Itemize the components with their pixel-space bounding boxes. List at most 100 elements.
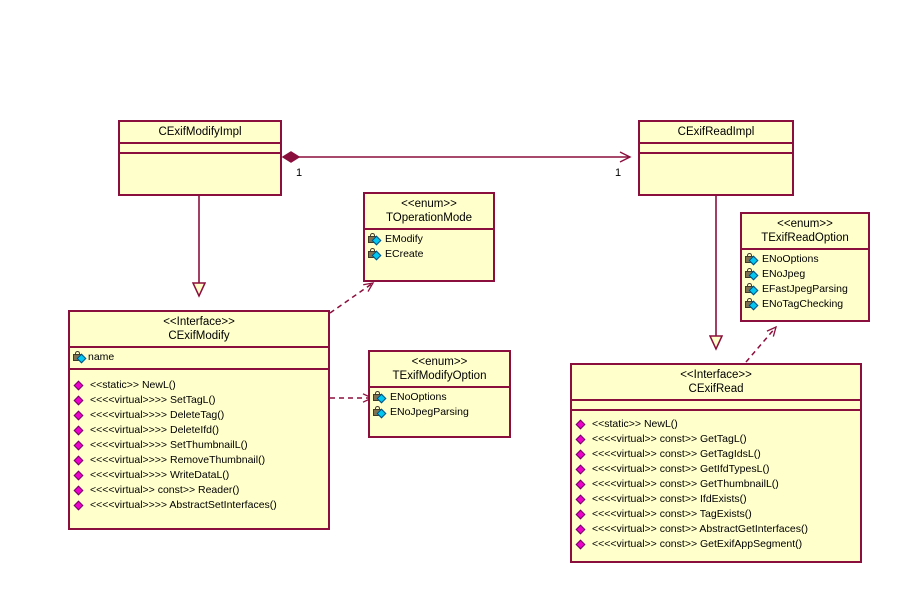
enum-literal-label: ENoOptions <box>762 253 819 265</box>
class-attributes-cexifread <box>572 401 860 411</box>
enum-literal: ENoJpeg <box>742 267 868 282</box>
class-operation-label: <<<<virtual>>>> WriteDataL() <box>90 469 230 481</box>
class-operation: <<<<virtual>> const>> TagExists() <box>572 507 860 522</box>
class-operation-label: <<<<virtual>> const>> GetTagL() <box>592 433 747 445</box>
class-operation-label: <<static>> NewL() <box>90 379 176 391</box>
operation-diamond-icon <box>575 463 590 476</box>
class-attribute: name <box>70 350 328 365</box>
class-title-cexifread: <<Interface>> CExifRead <box>572 365 860 401</box>
class-name-cexifmodify: CExifModify <box>168 330 230 342</box>
class-operation-label: <<static>> NewL() <box>592 418 678 430</box>
class-operation: <<<<virtual>>>> DeleteIfd() <box>70 423 328 438</box>
operation-diamond-icon <box>575 448 590 461</box>
class-operation: <<<<virtual>> const>> GetThumbnailL() <box>572 477 860 492</box>
lock-diamond-icon <box>73 351 88 364</box>
enum-literals-toperationmode: EModify ECreate <box>365 230 493 264</box>
class-operation-label: <<<<virtual>>>> SetThumbnailL() <box>90 439 248 451</box>
class-box-cexifread[interactable]: <<Interface>> CExifRead <<static>> NewL(… <box>570 363 862 563</box>
class-name-cexifmodifyimpl: CExifModifyImpl <box>158 126 242 138</box>
class-operations-cexifread: <<static>> NewL() <<<<virtual>> const>> … <box>572 411 860 554</box>
class-attributes-cexifreadimpl <box>640 144 792 154</box>
class-title-cexifmodifyimpl: CExifModifyImpl <box>120 122 280 144</box>
enum-literal-label: ECreate <box>385 248 424 260</box>
lock-diamond-icon <box>373 391 388 404</box>
class-operation-label: <<<<virtual>>>> DeleteIfd() <box>90 424 219 436</box>
edge-dependency-read-readoption <box>745 325 778 363</box>
operation-diamond-icon <box>575 508 590 521</box>
class-operation-label: <<<<virtual>>>> AbstractSetInterfaces() <box>90 499 277 511</box>
class-box-cexifmodify[interactable]: <<Interface>> CExifModify name <<static>… <box>68 310 330 530</box>
class-title-cexifmodify: <<Interface>> CExifModify <box>70 312 328 348</box>
enum-stereotype-toperationmode: <<enum>> <box>401 198 457 210</box>
operation-diamond-icon <box>575 523 590 536</box>
class-stereotype-cexifread: <<Interface>> <box>680 369 752 381</box>
enum-title-texifmodifyoption: <<enum>> TExifModifyOption <box>370 352 509 388</box>
class-operation: <<<<virtual>>>> RemoveThumbnail() <box>70 453 328 468</box>
multiplicity-label-target: 1 <box>615 167 622 179</box>
operation-diamond-icon <box>73 454 88 467</box>
operation-diamond-icon <box>575 478 590 491</box>
class-operation-label: <<<<virtual>> const>> GetIfdTypesL() <box>592 463 770 475</box>
enum-literal: ENoOptions <box>742 252 868 267</box>
class-operation: <<<<virtual>> const>> GetIfdTypesL() <box>572 462 860 477</box>
class-operations-cexifmodify: <<static>> NewL() <<<<virtual>>>> SetTag… <box>70 370 328 515</box>
class-operation-label: <<<<virtual>> const>> IfdExists() <box>592 493 747 505</box>
edge-composition-modifyimpl-readimpl <box>281 151 632 163</box>
enum-box-toperationmode[interactable]: <<enum>> TOperationMode EModify ECreate <box>363 192 495 282</box>
enum-literal: EFastJpegParsing <box>742 282 868 297</box>
class-box-cexifreadimpl[interactable]: CExifReadImpl <box>638 120 794 196</box>
class-operation-label: <<<<virtual>>>> DeleteTag() <box>90 409 225 421</box>
operation-diamond-icon <box>73 484 88 497</box>
enum-literal-label: ENoJpeg <box>762 268 806 280</box>
edge-dependency-modify-operationmode <box>329 282 375 314</box>
class-operation: <<<<virtual>>>> SetTagL() <box>70 393 328 408</box>
enum-literal: EModify <box>365 232 493 247</box>
class-name-cexifreadimpl: CExifReadImpl <box>677 126 755 138</box>
class-operation: <<<<virtual>> const>> Reader() <box>70 483 328 498</box>
operation-diamond-icon <box>575 433 590 446</box>
class-box-cexifmodifyimpl[interactable]: CExifModifyImpl <box>118 120 282 196</box>
operation-diamond-icon <box>73 424 88 437</box>
class-operation: <<static>> NewL() <box>572 417 860 432</box>
class-operation: <<static>> NewL() <box>70 378 328 393</box>
enum-title-toperationmode: <<enum>> TOperationMode <box>365 194 493 230</box>
lock-diamond-icon <box>368 233 383 246</box>
class-operation-label: <<<<virtual>> const>> GetTagIdsL() <box>592 448 761 460</box>
class-operation: <<<<virtual>> const>> AbstractGetInterfa… <box>572 522 860 537</box>
operation-diamond-icon <box>575 493 590 506</box>
enum-literals-texifmodifyoption: ENoOptions ENoJpegParsing <box>370 388 509 422</box>
class-operations-cexifreadimpl <box>640 154 792 160</box>
enum-name-toperationmode: TOperationMode <box>385 212 473 224</box>
class-operation: <<<<virtual>> const>> GetTagL() <box>572 432 860 447</box>
enum-name-texifmodifyoption: TExifModifyOption <box>392 370 487 382</box>
operation-diamond-icon <box>575 418 590 431</box>
enum-literals-texifreadoption: ENoOptions ENoJpeg EFastJpegParsing ENoT… <box>742 250 868 314</box>
enum-box-texifreadoption[interactable]: <<enum>> TExifReadOption ENoOptions ENoJ… <box>740 212 870 322</box>
operation-diamond-icon <box>73 409 88 422</box>
class-title-cexifreadimpl: CExifReadImpl <box>640 122 792 144</box>
enum-literal: ENoTagChecking <box>742 297 868 312</box>
class-operation: <<<<virtual>> const>> IfdExists() <box>572 492 860 507</box>
class-attributes-cexifmodifyimpl <box>120 144 280 154</box>
class-attributes-cexifmodify: name <box>70 348 328 370</box>
class-operation: <<<<virtual>>>> SetThumbnailL() <box>70 438 328 453</box>
class-attribute-label: name <box>88 351 115 363</box>
class-operations-cexifmodifyimpl <box>120 154 280 160</box>
class-name-cexifread: CExifRead <box>688 383 744 395</box>
lock-diamond-icon <box>745 253 760 266</box>
enum-literal-label: ENoOptions <box>390 391 447 403</box>
enum-name-texifreadoption: TExifReadOption <box>761 232 849 244</box>
operation-diamond-icon <box>73 394 88 407</box>
class-operation-label: <<<<virtual>>>> RemoveThumbnail() <box>90 454 266 466</box>
enum-literal-label: ENoJpegParsing <box>390 406 469 418</box>
class-operation-label: <<<<virtual>> const>> AbstractGetInterfa… <box>592 523 808 535</box>
enum-stereotype-texifreadoption: <<enum>> <box>777 218 833 230</box>
operation-diamond-icon <box>73 469 88 482</box>
class-operation-label: <<<<virtual>> const>> GetThumbnailL() <box>592 478 779 490</box>
enum-literal: ENoJpegParsing <box>370 405 509 420</box>
enum-box-texifmodifyoption[interactable]: <<enum>> TExifModifyOption ENoOptions EN… <box>368 350 511 438</box>
class-operation-label: <<<<virtual>> const>> TagExists() <box>592 508 752 520</box>
lock-diamond-icon <box>745 283 760 296</box>
class-operation: <<<<virtual>> const>> GetExifAppSegment(… <box>572 537 860 552</box>
